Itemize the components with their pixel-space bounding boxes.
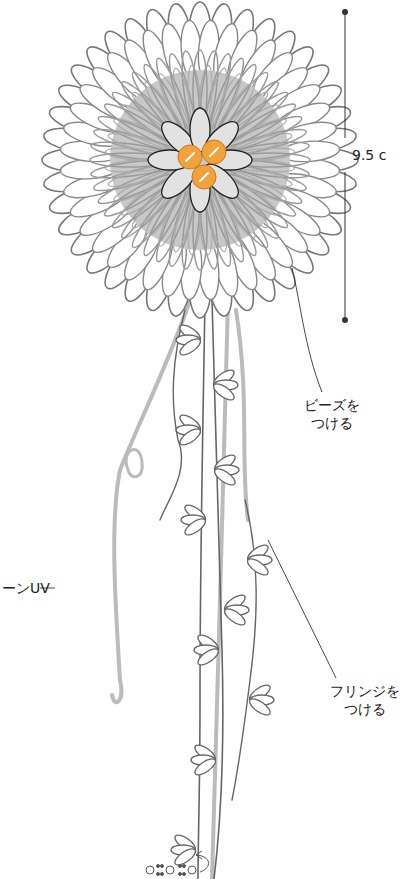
material-label: ーンUV — [2, 579, 50, 597]
bead-chain — [146, 851, 209, 876]
leaf-loops — [171, 322, 274, 868]
callout-label: ビーズを つける — [300, 396, 364, 432]
flower-head — [42, 2, 358, 318]
callout-label: フリンジを つける — [326, 682, 404, 718]
dimension-label: 9.5 c — [352, 146, 386, 164]
leader-lines — [40, 268, 336, 678]
stems — [112, 300, 256, 879]
dimension-line — [342, 9, 348, 323]
